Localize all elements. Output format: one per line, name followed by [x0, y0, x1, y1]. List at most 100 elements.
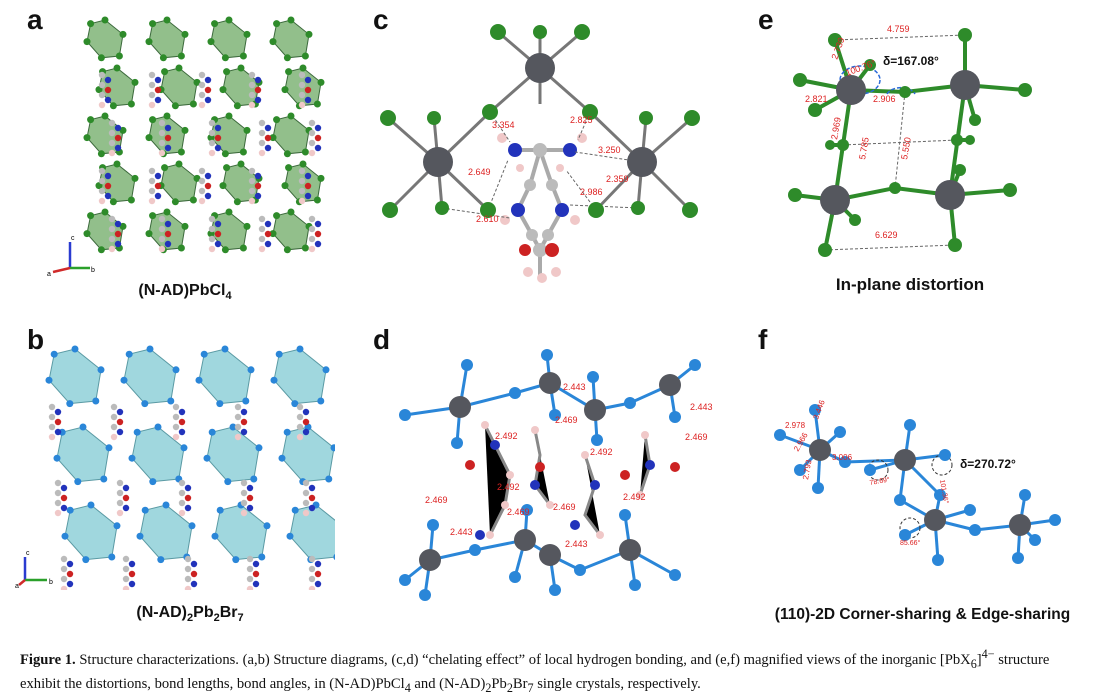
- panel-letter-f: f: [758, 324, 768, 355]
- organic-atom: [308, 494, 316, 502]
- organic-atom: [190, 560, 198, 568]
- organic-atom: [104, 96, 112, 104]
- dist-label: 2.966: [792, 431, 810, 453]
- organic-atom: [314, 220, 322, 228]
- halide-atom: [61, 532, 69, 540]
- organic-atom: [204, 192, 212, 200]
- halide-atom: [283, 150, 291, 158]
- organic-atom: [114, 134, 122, 142]
- organic-atom: [154, 86, 162, 94]
- halide-atom: [101, 208, 109, 216]
- organic-atom: [234, 403, 242, 411]
- halide-atom: [161, 164, 169, 172]
- organic-atom: [214, 144, 222, 152]
- halide-atom: [208, 428, 216, 436]
- halide-atom: [269, 134, 277, 142]
- halide-atom: [239, 148, 247, 156]
- organic-atom: [108, 235, 116, 243]
- organic-atom: [164, 230, 172, 238]
- halide-atom: [177, 148, 185, 156]
- organic-atom: [114, 144, 122, 152]
- halide-atom: [159, 54, 167, 62]
- halide-atom: [115, 52, 123, 60]
- organic-atom: [128, 560, 136, 568]
- dist-label: 2.492: [495, 431, 518, 441]
- halide-atom: [301, 52, 309, 60]
- halide-atom: [273, 20, 281, 28]
- organic-atom: [54, 418, 62, 426]
- halide-atom: [211, 20, 219, 28]
- dist-label: 2.969: [829, 116, 843, 140]
- dist-label: 2.469: [553, 502, 576, 512]
- halide-atom: [127, 196, 135, 204]
- organic-atom: [304, 192, 312, 200]
- halide-atom: [181, 30, 189, 38]
- dist-label: 4.759: [887, 24, 910, 34]
- organic-atom: [252, 570, 260, 578]
- panel-e-structure: 4.759 2.739 100.76° 2.821 2.906 2.969 5.…: [788, 24, 1032, 257]
- organic-atom: [114, 230, 122, 238]
- organic-atom: [178, 418, 186, 426]
- organic-atom: [104, 76, 112, 84]
- organic-atom: [246, 585, 254, 590]
- organic-atom: [122, 565, 130, 573]
- organic-atom: [258, 245, 266, 253]
- halide-atom: [330, 444, 335, 452]
- organic-atom: [304, 76, 312, 84]
- panel-letter-e: e: [758, 4, 774, 35]
- organic-atom: [234, 423, 242, 431]
- organic-atom: [204, 86, 212, 94]
- organic-atom: [254, 192, 262, 200]
- panel-letter-c: c: [373, 4, 389, 35]
- organic-atom: [116, 479, 124, 487]
- halide-atom: [161, 68, 169, 76]
- halide-atom: [287, 16, 295, 24]
- halide-atom: [301, 148, 309, 156]
- axis-c-label: c: [71, 235, 75, 242]
- delta-angle: δ=270.72°: [960, 457, 1016, 471]
- halide-atom: [177, 52, 185, 60]
- organic-atom: [208, 139, 216, 147]
- organic-atom: [54, 479, 62, 487]
- halide-atom: [291, 506, 299, 514]
- halide-atom: [207, 38, 215, 46]
- halide-atom: [82, 556, 90, 564]
- halide-atom: [278, 454, 286, 462]
- organic-atom: [214, 230, 222, 238]
- halide-atom: [149, 478, 157, 486]
- panel-f-structure: 2.978 3.446 2.966 3.006 2.793 78.69° 101…: [774, 398, 1061, 566]
- organic-atom: [254, 76, 262, 84]
- organic-atom: [66, 570, 74, 578]
- axis-b-label: b: [91, 267, 95, 274]
- organic-atom: [108, 119, 116, 127]
- panel-c-structure: 3.354 2.825 3.250 2.649 2.986 2.359 2.61…: [380, 24, 700, 283]
- organic-atom: [302, 489, 310, 497]
- dist-label: 2.443: [563, 382, 586, 392]
- halide-atom: [273, 116, 281, 124]
- dist-label: 6.629: [875, 230, 898, 240]
- organic-atom: [172, 433, 180, 441]
- organic-atom: [208, 129, 216, 137]
- halide-atom: [225, 208, 233, 216]
- organic-atom: [314, 230, 322, 238]
- organic-atom: [302, 509, 310, 517]
- organic-atom: [254, 182, 262, 190]
- organic-atom: [314, 124, 322, 132]
- halide-atom: [232, 556, 240, 564]
- panel-f-title: (110)-2D Corner-sharing & Edge-sharing: [774, 606, 1071, 623]
- halide-atom: [119, 126, 127, 134]
- organic-atom: [264, 124, 272, 132]
- organic-atom: [298, 101, 306, 109]
- halide-atom: [149, 212, 157, 220]
- organic-atom: [214, 240, 222, 248]
- halide-atom: [113, 160, 121, 168]
- organic-atom: [172, 403, 180, 411]
- organic-atom: [246, 575, 254, 583]
- halide-atom: [109, 102, 117, 110]
- organic-atom: [240, 418, 248, 426]
- halide-atom: [317, 174, 325, 182]
- organic-atom: [104, 192, 112, 200]
- halide-atom: [163, 16, 171, 24]
- dist-label: 3.250: [598, 145, 621, 155]
- organic-atom: [148, 71, 156, 79]
